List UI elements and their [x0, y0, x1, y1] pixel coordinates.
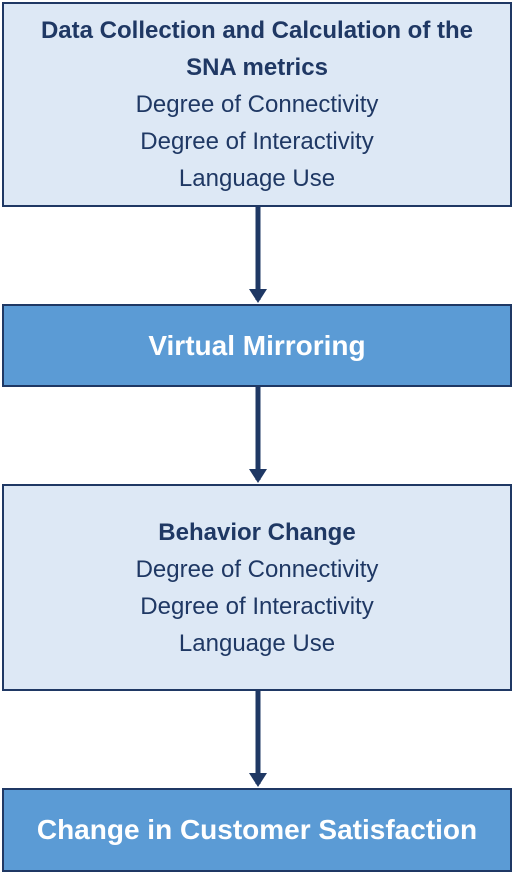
step-title: Data Collection and Calculation of the S… — [40, 17, 474, 81]
step-box-customer-satisfaction: Change in Customer Satisfaction — [2, 788, 512, 872]
step-item: Degree of Connectivity — [135, 555, 379, 583]
step-item: Degree of Interactivity — [140, 592, 374, 620]
step-title: Change in Customer Satisfaction — [36, 814, 478, 845]
step-title: Behavior Change — [158, 518, 356, 546]
step-box-behavior-change: Behavior Change Degree of Connectivity D… — [2, 484, 512, 691]
arrowhead-1-to-2 — [249, 289, 267, 303]
step-item: Language Use — [178, 165, 336, 192]
step-title: Virtual Mirroring — [148, 329, 366, 361]
arrowhead-2-to-3 — [249, 469, 267, 483]
step-box-virtual-mirroring: Virtual Mirroring — [2, 304, 512, 387]
step-box-data-collection: Data Collection and Calculation of the S… — [2, 2, 512, 207]
step-item: Degree of Interactivity — [140, 128, 374, 155]
step-item: Language Use — [178, 629, 336, 657]
step-item: Degree of Connectivity — [135, 91, 379, 118]
arrowhead-3-to-4 — [249, 773, 267, 787]
